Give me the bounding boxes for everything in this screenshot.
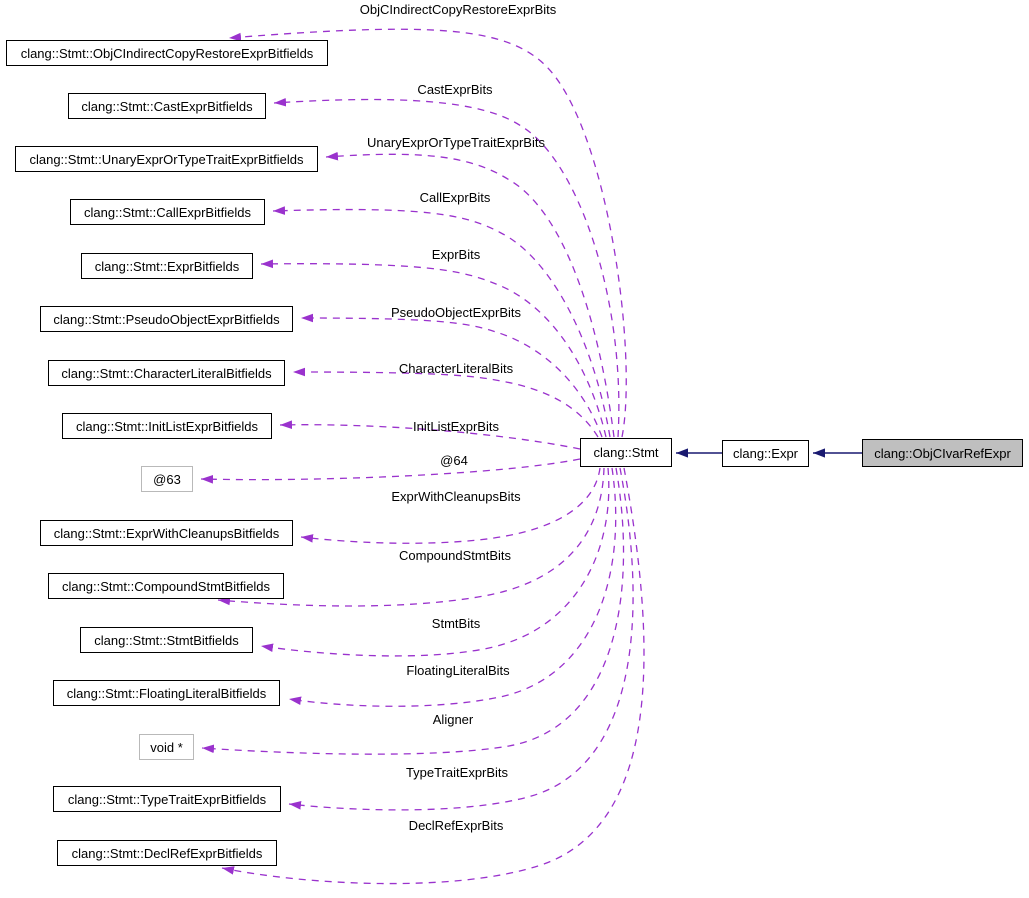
node-init-list-expr-bitfields[interactable]: clang::Stmt::InitListExprBitfields bbox=[62, 413, 272, 439]
edge-label-callexprbits: CallExprBits bbox=[419, 190, 491, 205]
edge-label-floatingliteralbits: FloatingLiteralBits bbox=[406, 663, 510, 678]
usage-edge-stmtbits bbox=[260, 467, 610, 657]
node-character-literal-bitfields[interactable]: clang::Stmt::CharacterLiteralBitfields bbox=[48, 360, 285, 386]
usage-edge-declrefexprbits bbox=[221, 467, 645, 885]
usage-edge-callexprbits bbox=[272, 206, 611, 438]
node-expr-with-cleanups-bitfields[interactable]: clang::Stmt::ExprWithCleanupsBitfields bbox=[40, 520, 293, 546]
node-stmt[interactable]: clang::Stmt bbox=[580, 438, 672, 467]
edge-label-characterliteralbits: CharacterLiteralBits bbox=[398, 361, 514, 376]
node-objc-ivar-ref-expr: clang::ObjCIvarRefExpr bbox=[862, 439, 1023, 467]
node-unary-expr-or-type-trait-expr-bitfields[interactable]: clang::Stmt::UnaryExprOrTypeTraitExprBit… bbox=[15, 146, 318, 172]
node-compound-stmt-bitfields[interactable]: clang::Stmt::CompoundStmtBitfields bbox=[48, 573, 284, 599]
edge-label-stmtbits: StmtBits bbox=[431, 616, 481, 631]
edge-label-aligner: Aligner bbox=[432, 712, 474, 727]
usage-edge-typetraitexprbits bbox=[288, 467, 634, 811]
usage-edge-characterliteralbits bbox=[292, 367, 599, 438]
usage-edge-at64 bbox=[200, 458, 581, 484]
node-cast-expr-bitfields[interactable]: clang::Stmt::CastExprBitfields bbox=[68, 93, 266, 119]
usage-edge-castexprbits bbox=[273, 97, 620, 438]
edge-label-at64: @64 bbox=[440, 453, 468, 468]
edge-label-exprbits: ExprBits bbox=[431, 247, 481, 262]
usage-edge-pseudoobjectexprbits bbox=[300, 313, 603, 438]
edge-label-exprwithcleanupsbits: ExprWithCleanupsBits bbox=[391, 489, 521, 504]
node-pseudo-object-expr-bitfields[interactable]: clang::Stmt::PseudoObjectExprBitfields bbox=[40, 306, 293, 332]
usage-edge-aligner bbox=[201, 467, 625, 755]
node-floating-literal-bitfields[interactable]: clang::Stmt::FloatingLiteralBitfields bbox=[53, 680, 280, 706]
edge-label-compoundstmtbits: CompoundStmtBits bbox=[399, 548, 511, 563]
node-at63: @63 bbox=[141, 466, 193, 492]
node-type-trait-expr-bitfields[interactable]: clang::Stmt::TypeTraitExprBitfields bbox=[53, 786, 281, 812]
edge-label-initlistexprbits: InitListExprBits bbox=[413, 419, 499, 434]
node-stmt-bitfields[interactable]: clang::Stmt::StmtBitfields bbox=[80, 627, 253, 653]
usage-edge-exprbits bbox=[260, 259, 607, 438]
node-expr-bitfields[interactable]: clang::Stmt::ExprBitfields bbox=[81, 253, 253, 279]
edge-label-castexprbits: CastExprBits bbox=[417, 82, 493, 97]
usage-edge-exprwithcleanupsbits bbox=[300, 467, 601, 544]
usage-edge-floatingliteralbits bbox=[288, 467, 617, 707]
usage-edge-initlistexprbits bbox=[279, 420, 581, 450]
usage-edge-objcindirectcopyrestoreexprbits bbox=[228, 28, 627, 438]
usage-edge-compoundstmtbits bbox=[217, 467, 605, 607]
node-expr[interactable]: clang::Expr bbox=[722, 440, 809, 467]
edge-label-declrefexprbits: DeclRefExprBits bbox=[408, 818, 504, 833]
edge-label-pseudoobjectexprbits: PseudoObjectExprBits bbox=[390, 305, 522, 320]
node-call-expr-bitfields[interactable]: clang::Stmt::CallExprBitfields bbox=[70, 199, 265, 225]
edge-label-objcindirectcopyrestoreexprbits: ObjCIndirectCopyRestoreExprBits bbox=[359, 2, 557, 17]
node-void-pointer: void * bbox=[139, 734, 194, 760]
node-decl-ref-expr-bitfields[interactable]: clang::Stmt::DeclRefExprBitfields bbox=[57, 840, 277, 866]
edge-label-typetraitexprbits: TypeTraitExprBits bbox=[405, 765, 509, 780]
node-objc-indirect-copy-restore-expr-bitfields[interactable]: clang::Stmt::ObjCIndirectCopyRestoreExpr… bbox=[6, 40, 328, 66]
edge-label-unaryexprortypetraitexprbits: UnaryExprOrTypeTraitExprBits bbox=[367, 135, 545, 150]
